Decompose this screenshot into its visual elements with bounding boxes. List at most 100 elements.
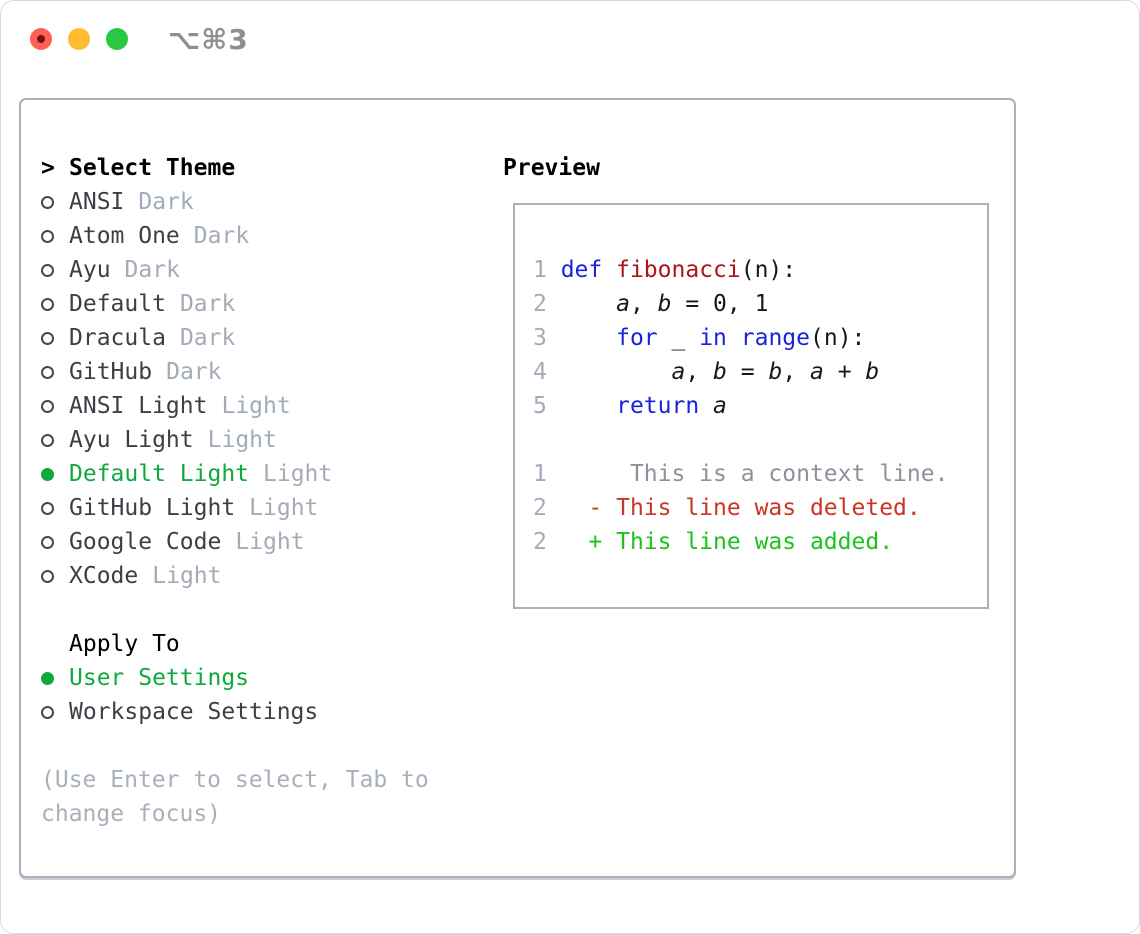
code-segment: b xyxy=(713,359,727,385)
code-segment: (n): xyxy=(740,257,797,283)
radio-icon xyxy=(41,399,69,413)
theme-variant: Dark xyxy=(166,359,222,385)
code-segment: b xyxy=(865,359,880,385)
theme-variant: Dark xyxy=(179,291,236,317)
theme-option[interactable]: GitHub Light Light xyxy=(41,491,443,525)
theme-option[interactable]: Default Light Light xyxy=(41,457,443,491)
code-segment: a xyxy=(671,359,686,385)
code-line: 1 def fibonacci(n): xyxy=(533,253,987,287)
code-segment: a xyxy=(810,359,824,385)
theme-option[interactable]: Dracula Dark xyxy=(41,321,443,355)
code-segment: This is a context line. xyxy=(560,461,949,487)
window-title: ⌥⌘3 xyxy=(168,23,249,56)
radio-icon xyxy=(41,467,69,481)
theme-name: ANSI Light xyxy=(69,393,208,419)
radio-icon xyxy=(41,365,69,379)
code-segment: , xyxy=(685,359,714,385)
radio-icon xyxy=(41,671,69,685)
code-segment: b xyxy=(768,359,783,385)
code-segment xyxy=(561,291,616,317)
radio-icon xyxy=(41,331,69,345)
theme-variant: Dark xyxy=(193,223,250,249)
code-segment xyxy=(727,325,741,351)
theme-variant: Dark xyxy=(124,257,180,283)
code-segment: = 0, 1 xyxy=(671,291,769,317)
radio-icon xyxy=(41,501,69,515)
code-segment: def xyxy=(560,257,603,283)
code-segment: b xyxy=(657,291,672,317)
theme-name: Dracula xyxy=(69,325,166,351)
close-button[interactable] xyxy=(30,28,52,50)
theme-variant: Light xyxy=(263,461,333,487)
theme-variant: Light xyxy=(207,427,277,453)
caret-icon: > xyxy=(41,155,55,181)
code-segment xyxy=(602,257,616,283)
apply-option[interactable]: User Settings xyxy=(41,661,443,695)
diff-context-line: 1 This is a context line. xyxy=(533,457,987,491)
code-segment: - This line was deleted. xyxy=(560,495,921,521)
theme-name: Ayu Light xyxy=(69,427,194,453)
code-segment: a xyxy=(616,291,630,317)
radio-icon xyxy=(41,229,69,243)
theme-option[interactable]: Atom One Dark xyxy=(41,219,443,253)
radio-icon xyxy=(41,297,69,311)
window-controls xyxy=(30,28,128,50)
code-segment: for xyxy=(616,325,658,351)
hint-text: (Use Enter to select, Tab to change focu… xyxy=(41,767,429,827)
theme-option[interactable]: ANSI Light Light xyxy=(41,389,443,423)
line-number: 2 xyxy=(533,291,561,317)
code-segment: + xyxy=(823,359,866,385)
zoom-button[interactable] xyxy=(106,28,128,50)
theme-name: GitHub Light xyxy=(69,495,236,521)
code-line: 3 for _ in range(n): xyxy=(533,321,987,355)
code-line: 2 a, b = 0, 1 xyxy=(533,287,987,321)
theme-name: Default Light xyxy=(69,461,250,487)
code-segment xyxy=(561,359,672,385)
theme-variant: Light xyxy=(249,495,319,521)
theme-option[interactable]: GitHub Dark xyxy=(41,355,443,389)
radio-icon xyxy=(41,705,69,719)
theme-name: GitHub xyxy=(69,359,153,385)
diff-deleted-line: 2 - This line was deleted. xyxy=(533,491,987,525)
theme-name: Google Code xyxy=(69,529,222,555)
apply-option-label: User Settings xyxy=(69,665,250,691)
code-segment xyxy=(699,393,713,419)
code-segment: (n): xyxy=(810,325,866,351)
apply-option[interactable]: Workspace Settings xyxy=(41,695,443,729)
line-number: 5 xyxy=(533,393,561,419)
code-segment: return xyxy=(616,393,700,419)
code-segment: = xyxy=(726,359,769,385)
theme-variant: Light xyxy=(235,529,305,555)
line-number: 4 xyxy=(533,359,561,385)
code-segment: , xyxy=(629,291,658,317)
theme-variant: Dark xyxy=(179,325,236,351)
apply-to-header: Apply To xyxy=(69,631,180,657)
spacer xyxy=(41,729,443,763)
code-segment: + This line was added. xyxy=(560,529,894,555)
line-number: 2 xyxy=(533,495,561,521)
radio-icon xyxy=(41,535,69,549)
theme-option[interactable]: Ayu Light Light xyxy=(41,423,443,457)
line-number xyxy=(533,427,561,453)
code-segment: a xyxy=(713,393,727,419)
radio-icon xyxy=(41,263,69,277)
theme-name: Atom One xyxy=(69,223,180,249)
code-segment xyxy=(561,393,616,419)
theme-option[interactable]: Google Code Light xyxy=(41,525,443,559)
theme-variant: Light xyxy=(221,393,291,419)
code-segment xyxy=(561,325,616,351)
code-segment: range xyxy=(740,325,810,351)
line-number: 2 xyxy=(533,529,561,555)
minimize-button[interactable] xyxy=(68,28,90,50)
radio-icon xyxy=(41,195,69,209)
